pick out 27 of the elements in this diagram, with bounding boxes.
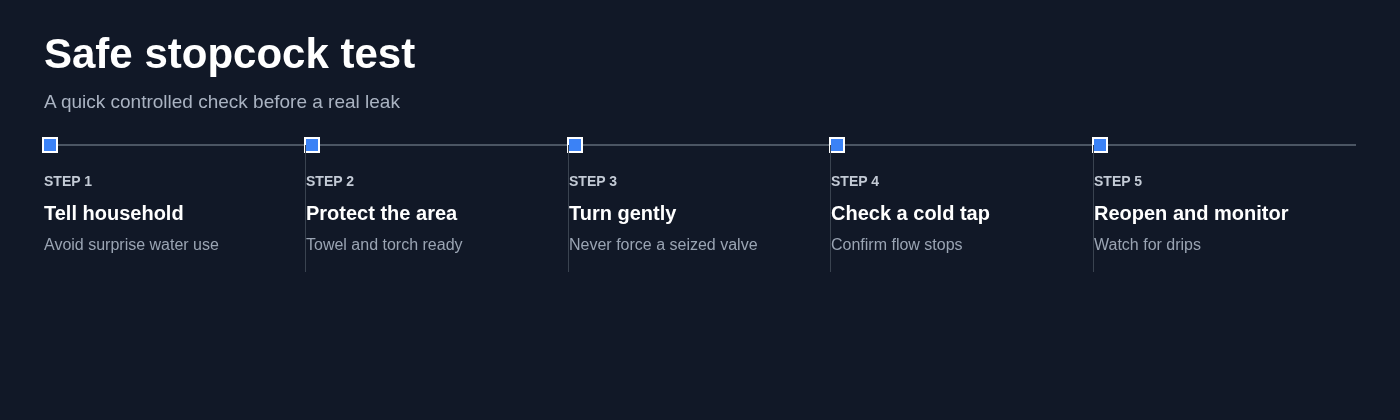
step-title: Turn gently: [569, 201, 677, 225]
step-label: STEP 1: [44, 172, 92, 190]
timeline-marker: [42, 137, 58, 153]
step-description: Never force a seized valve: [569, 235, 758, 255]
step-description: Confirm flow stops: [831, 235, 963, 255]
step-label: STEP 5: [1094, 172, 1142, 190]
subtitle: A quick controlled check before a real leak: [44, 90, 400, 114]
step-title: Protect the area: [306, 201, 458, 225]
title: Safe stopcock test: [44, 30, 416, 78]
timeline-marker: [304, 137, 320, 153]
step-description: Towel and torch ready: [306, 235, 463, 255]
step-label: STEP 2: [306, 172, 354, 190]
timeline-line: [582, 144, 830, 146]
step-title: Tell household: [44, 201, 184, 225]
step-label: STEP 4: [831, 172, 879, 190]
timeline-line: [1107, 144, 1357, 146]
timeline-line: [319, 144, 568, 146]
timeline-line: [844, 144, 1093, 146]
timeline-marker: [1092, 137, 1108, 153]
step-label: STEP 3: [569, 172, 617, 190]
timeline-line: [57, 144, 305, 146]
step-description: Watch for drips: [1094, 235, 1201, 255]
step-title: Reopen and monitor: [1094, 201, 1289, 225]
step-title: Check a cold tap: [831, 201, 990, 225]
timeline-marker: [567, 137, 583, 153]
step-description: Avoid surprise water use: [44, 235, 219, 255]
timeline-marker: [829, 137, 845, 153]
